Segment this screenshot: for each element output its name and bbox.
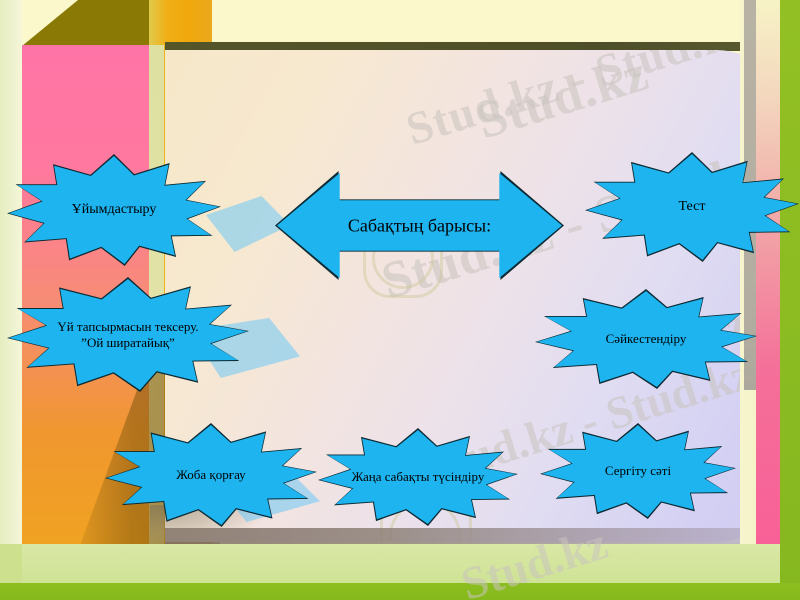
panel-top-edge bbox=[165, 42, 790, 51]
bottom-left-green-corner bbox=[0, 544, 22, 583]
right-pink-strip bbox=[756, 0, 780, 600]
center-arrow-label: Сабақтың барысы: bbox=[347, 215, 492, 235]
star-new-lesson-label: Жаңа сабақты түсіндіру bbox=[351, 469, 485, 485]
star-energizer-label: Сергіту сәті bbox=[604, 463, 672, 479]
panel-bottom-shadow bbox=[165, 528, 785, 544]
bottom-light-green-band bbox=[0, 544, 780, 583]
star-project-defense-label: Жоба қорғау bbox=[176, 467, 246, 483]
right-green-strip bbox=[780, 0, 800, 600]
star-homework-check-label: Үй тапсырмасын тексеру. ”Ой ширатайық” bbox=[57, 319, 199, 350]
bottom-green-bar bbox=[0, 583, 800, 600]
star-test-label: Тест bbox=[678, 198, 706, 214]
star-organize-label: Ұйымдастыру bbox=[71, 201, 157, 217]
watermark-text: Stud.kz - Stud.kz bbox=[400, 50, 755, 155]
star-matching-label: Сәйкестендіру bbox=[605, 331, 687, 347]
left-green-edge-strip bbox=[0, 0, 22, 600]
